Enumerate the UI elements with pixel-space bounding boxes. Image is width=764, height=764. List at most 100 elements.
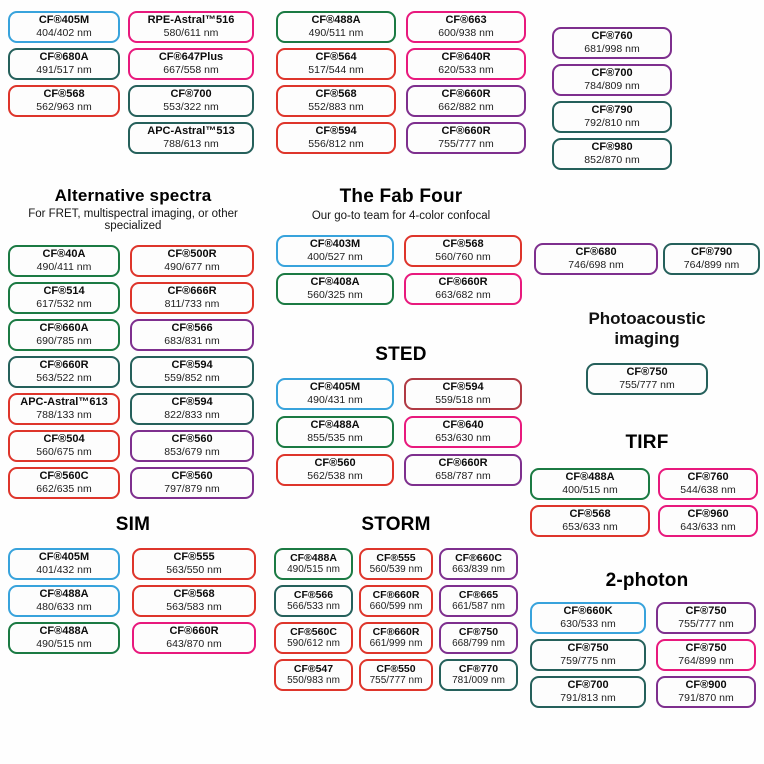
dye-name: CF®488A	[39, 588, 89, 601]
dye-name: CF®405M	[38, 551, 90, 564]
dye-wavelengths: 400/527 nm	[307, 251, 363, 264]
dye-wavelengths: 552/883 nm	[308, 101, 364, 114]
section-title: STED	[375, 344, 427, 365]
dye-wavelengths: 663/682 nm	[435, 289, 491, 302]
dye-wavelengths: 822/833 nm	[164, 409, 220, 422]
dye-name: CF®660R	[372, 588, 420, 601]
dye-wavelengths: 490/677 nm	[164, 261, 220, 274]
dye-wavelengths: 643/633 nm	[680, 521, 736, 534]
section-alternative-spectra: Alternative spectra For FRET, multispect…	[8, 186, 258, 499]
dye-name: CF®594	[171, 396, 213, 409]
dye-name: CF®408A	[310, 276, 360, 289]
dye-wavelengths: 746/698 nm	[568, 259, 624, 272]
dye-wavelengths: 630/533 nm	[560, 618, 616, 631]
dye-name: CF®660R	[441, 88, 491, 101]
dye-name: CF®560	[314, 457, 356, 470]
dye-name: RPE-Astral™516	[147, 14, 235, 27]
dye-name: CF®666R	[167, 285, 217, 298]
dye-name: CF®647Plus	[158, 51, 224, 64]
section-title: TIRF	[625, 432, 669, 453]
dye-wavelengths: 662/635 nm	[36, 483, 92, 496]
dye-name: CF®750	[685, 605, 727, 618]
dye-name: CF®405M	[309, 381, 361, 394]
dye-name: CF®760	[687, 471, 729, 484]
dye-name: CF®568	[173, 588, 215, 601]
dye-wavelengths: 811/733 nm	[164, 298, 220, 311]
dye-wavelengths: 658/787 nm	[435, 470, 491, 483]
dye-name: CF®504	[43, 433, 85, 446]
dye-name: CF®555	[173, 551, 215, 564]
dye-wavelengths: 560/325 nm	[307, 289, 363, 302]
dye-wavelengths: 781/009 nm	[452, 675, 505, 687]
dye-wavelengths: 797/879 nm	[164, 483, 220, 496]
dye-wavelengths: 490/515 nm	[287, 564, 340, 576]
section-title: STORM	[361, 514, 431, 535]
dye-wavelengths: 755/777 nm	[678, 618, 734, 631]
dye-name: CF®900	[685, 679, 727, 692]
dye-name: CF®514	[43, 285, 85, 298]
section-subtitle: Our go-to team for 4-color confocal	[311, 210, 491, 222]
dye-wavelengths: 617/532 nm	[36, 298, 92, 311]
dye-name: CF®680	[575, 246, 617, 259]
dye-wavelengths: 653/630 nm	[435, 432, 491, 445]
dye-name: CF®403M	[309, 238, 361, 251]
dye-name: CF®560C	[290, 625, 337, 638]
dye-name: CF®594	[171, 359, 213, 372]
dye-wavelengths: 560/675 nm	[36, 446, 92, 459]
dye-name: CF®568	[315, 88, 357, 101]
dye-name: CF®700	[591, 67, 633, 80]
dye-wavelengths: 491/517 nm	[36, 64, 92, 77]
dye-wavelengths: 620/533 nm	[438, 64, 494, 77]
dye-wavelengths: 550/983 nm	[287, 675, 340, 687]
dye-wavelengths: 404/402 nm	[36, 27, 92, 40]
dye-wavelengths: 643/870 nm	[166, 638, 222, 651]
dye-wavelengths: 764/899 nm	[683, 259, 740, 272]
dye-wavelengths: 653/633 nm	[562, 521, 618, 534]
dye-name: CF®660R	[372, 625, 420, 638]
dye-wavelengths: 855/535 nm	[307, 432, 363, 445]
dye-name: CF®594	[315, 125, 357, 138]
dye-name: CF®568	[569, 508, 611, 521]
dye-wavelengths: 791/813 nm	[560, 692, 616, 705]
dye-name: CF®594	[442, 381, 484, 394]
dye-name: CF®665	[458, 588, 499, 601]
